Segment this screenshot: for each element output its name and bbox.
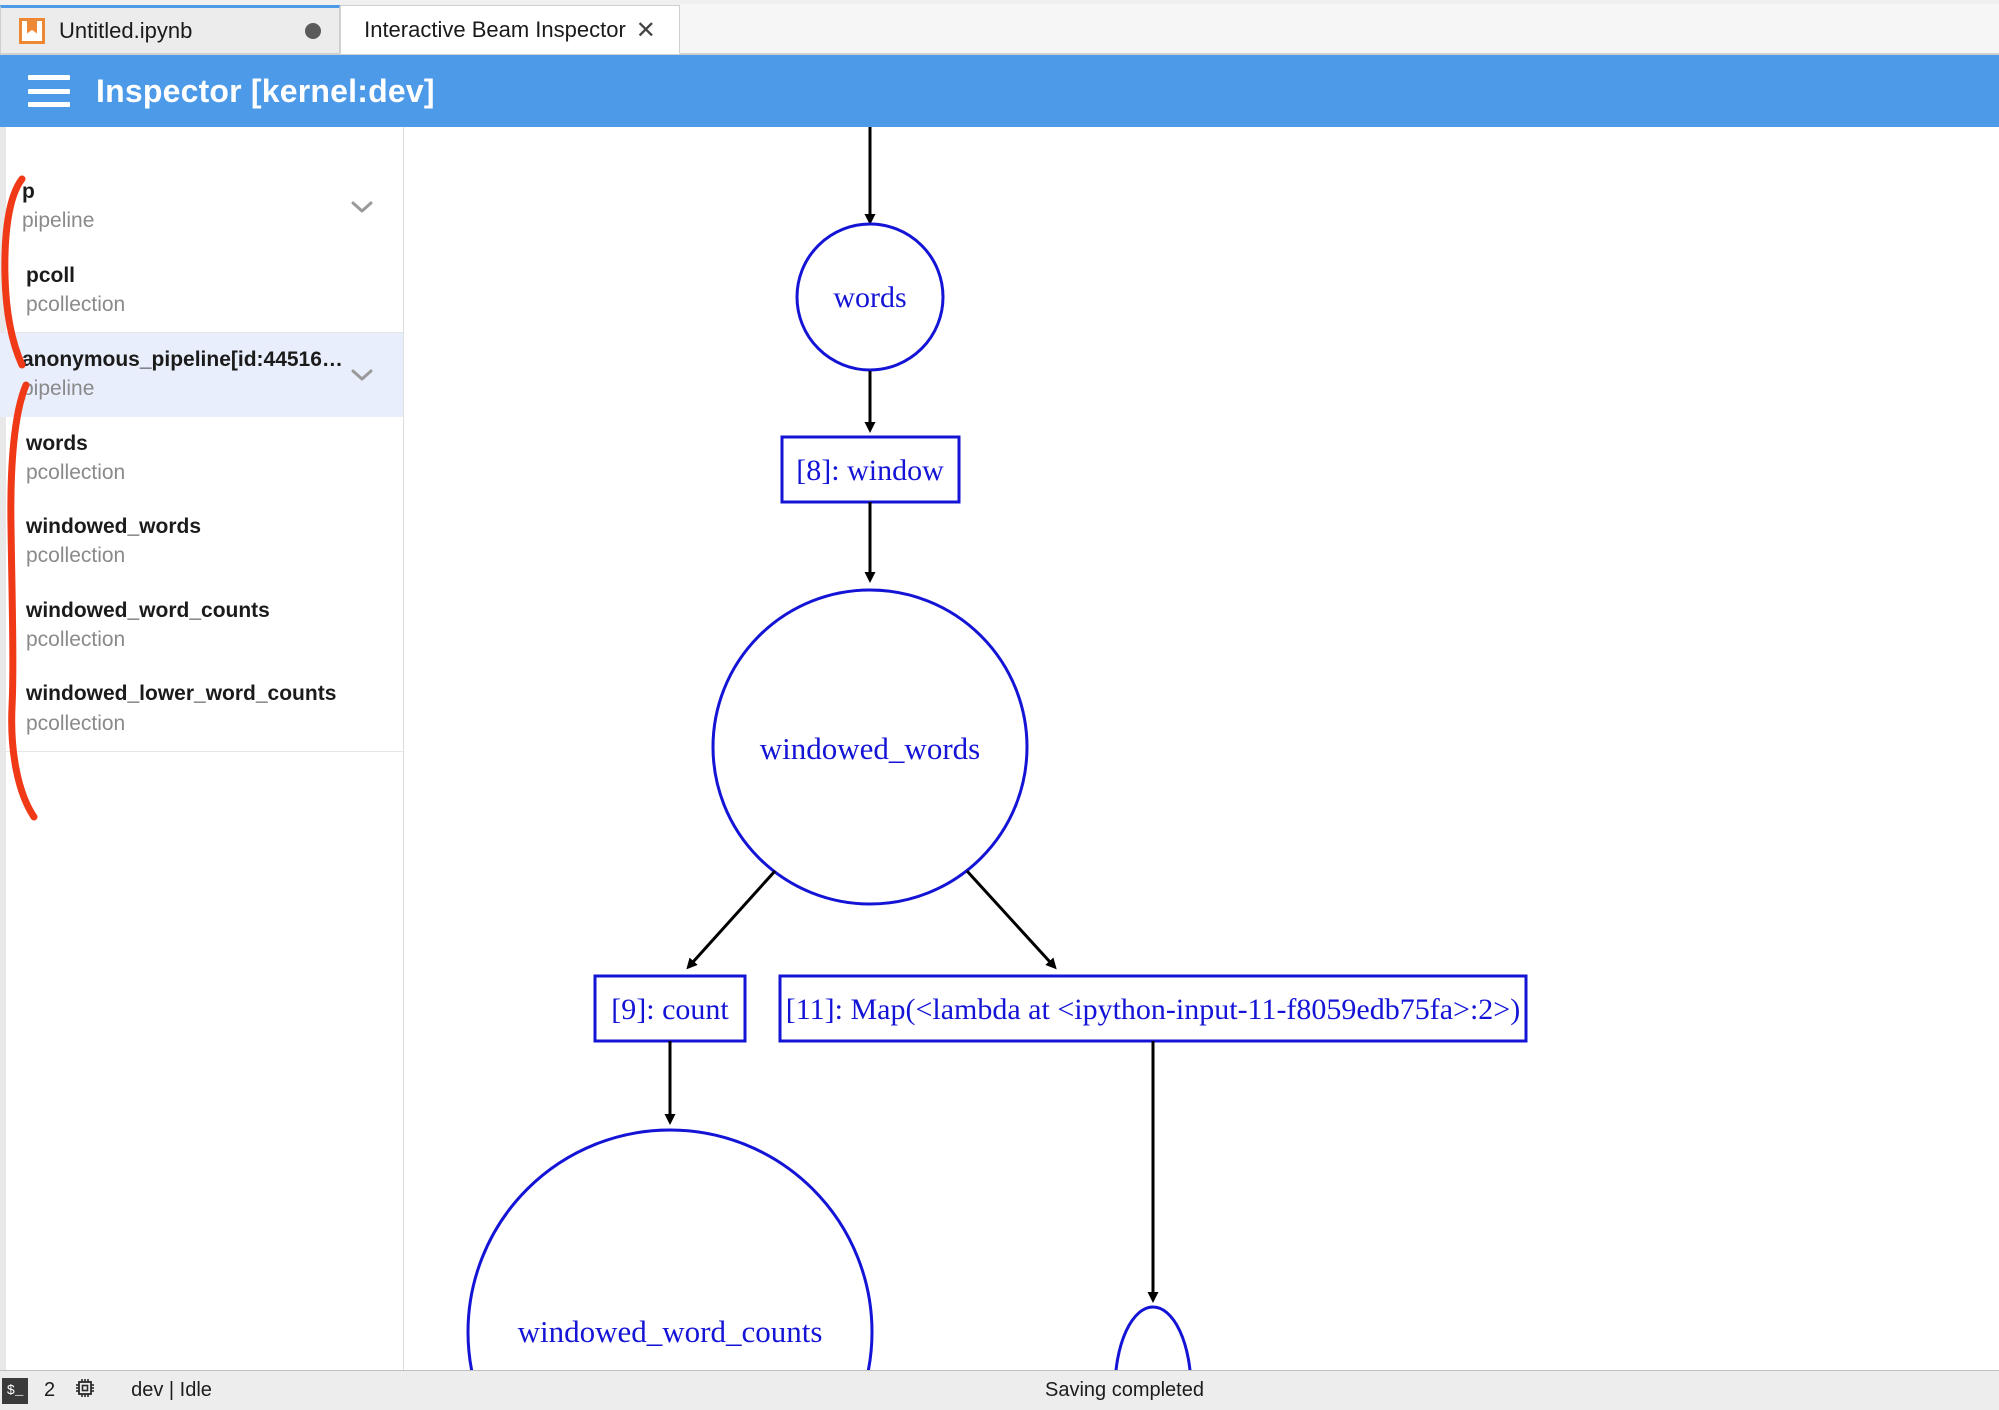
tab-untitled-ipynb[interactable]: Untitled.ipynb — [0, 5, 340, 54]
sidebar-item-type: pipeline — [22, 209, 95, 233]
sidebar-item-windowed-words[interactable]: windowed_words pcollection — [0, 500, 403, 584]
page-title: Inspector [kernel:dev] — [96, 72, 435, 109]
graph-edge — [686, 869, 777, 970]
sidebar-item-label: anonymous_pipeline[id:44516… — [22, 348, 343, 372]
graph-node-map[interactable] — [778, 974, 1528, 1043]
graph-svg: words [8]: window windowed_words [9]: co… — [466, 127, 1528, 1370]
app-header: Inspector [kernel:dev] — [0, 55, 1999, 127]
tab-label: Interactive Beam Inspector — [364, 16, 626, 42]
graph-node-label: windowed_word_counts — [518, 1314, 823, 1349]
graph-node-window[interactable] — [780, 435, 961, 504]
notebook-icon — [19, 17, 45, 44]
sidebar-item-type: pcollection — [26, 292, 126, 316]
sidebar-item-words[interactable]: words pcollection — [0, 417, 403, 501]
inspector-sidebar: p pipeline pcoll pcollection anonymous_p… — [0, 127, 404, 1370]
sidebar-item-label: words — [26, 431, 88, 455]
graph-edge — [965, 869, 1057, 970]
sidebar-item-p[interactable]: p pipeline — [0, 165, 403, 249]
graph-node-clipped[interactable] — [1114, 1305, 1192, 1370]
content-area: p pipeline pcoll pcollection anonymous_p… — [0, 127, 1999, 1370]
sidebar-scrollbar[interactable] — [0, 127, 6, 1370]
tab-bar: Untitled.ipynb Interactive Beam Inspecto… — [0, 0, 1999, 55]
sidebar-item-type: pcollection — [26, 627, 126, 651]
graph-node-words[interactable] — [795, 222, 945, 372]
sidebar-item-label: p — [22, 180, 35, 203]
graph-node-label: [9]: count — [611, 993, 729, 1026]
sidebar-item-type: pcollection — [26, 544, 126, 568]
unsaved-indicator-dot[interactable] — [305, 22, 321, 39]
tab-label: Untitled.ipynb — [59, 17, 193, 43]
beam-pipeline-graph[interactable]: words [8]: window windowed_words [9]: co… — [405, 127, 1999, 1370]
tab-bar-filler — [680, 4, 1999, 54]
graph-node-count[interactable] — [593, 974, 747, 1043]
terminal-icon[interactable]: $_ — [2, 1377, 28, 1404]
sidebar-group-2: anonymous_pipeline[id:44516… pipeline wo… — [0, 332, 403, 752]
chip-icon[interactable] — [73, 1376, 97, 1406]
graph-node-label: words — [833, 281, 906, 314]
graph-node-label: [8]: window — [796, 454, 944, 487]
status-bar: $_ 2 dev | Idle Saving completed — [0, 1370, 1999, 1410]
close-icon[interactable]: ✕ — [635, 15, 656, 44]
sidebar-item-label: windowed_words — [26, 515, 202, 539]
sidebar-item-anonymous-pipeline[interactable]: anonymous_pipeline[id:44516… pipeline — [0, 333, 403, 417]
sidebar-item-label: windowed_lower_word_counts — [26, 682, 337, 706]
chevron-down-icon[interactable] — [351, 369, 373, 381]
sidebar-item-windowed-word-counts[interactable]: windowed_word_counts pcollection — [0, 584, 403, 668]
sidebar-item-type: pcollection — [26, 460, 126, 484]
sidebar-item-label: pcoll — [26, 263, 76, 287]
hamburger-menu-icon[interactable] — [28, 75, 70, 107]
graph-node-label: [11]: Map(<lambda at <ipython-input-11-f… — [786, 993, 1520, 1026]
chevron-down-icon[interactable] — [351, 201, 373, 213]
sidebar-item-pcoll[interactable]: pcoll pcollection — [0, 249, 403, 333]
sidebar-item-type: pcollection — [26, 711, 126, 735]
tab-interactive-beam-inspector[interactable]: Interactive Beam Inspector ✕ — [340, 5, 680, 54]
sidebar-divider — [0, 750, 403, 752]
graph-node-label: windowed_words — [760, 731, 980, 766]
sidebar-group-1: p pipeline pcoll pcollection — [0, 165, 403, 332]
graph-node-windowed-words[interactable] — [711, 588, 1029, 906]
sidebar-item-type: pipeline — [22, 377, 95, 401]
graph-node-windowed-word-counts[interactable] — [466, 1128, 874, 1370]
sidebar-item-windowed-lower-word-counts[interactable]: windowed_lower_word_counts pcollection — [0, 667, 403, 751]
save-status: Saving completed — [1045, 1379, 1204, 1401]
terminal-count: 2 — [44, 1379, 56, 1401]
kernel-status[interactable]: dev | Idle — [131, 1379, 212, 1401]
sidebar-item-label: windowed_word_counts — [26, 598, 270, 622]
